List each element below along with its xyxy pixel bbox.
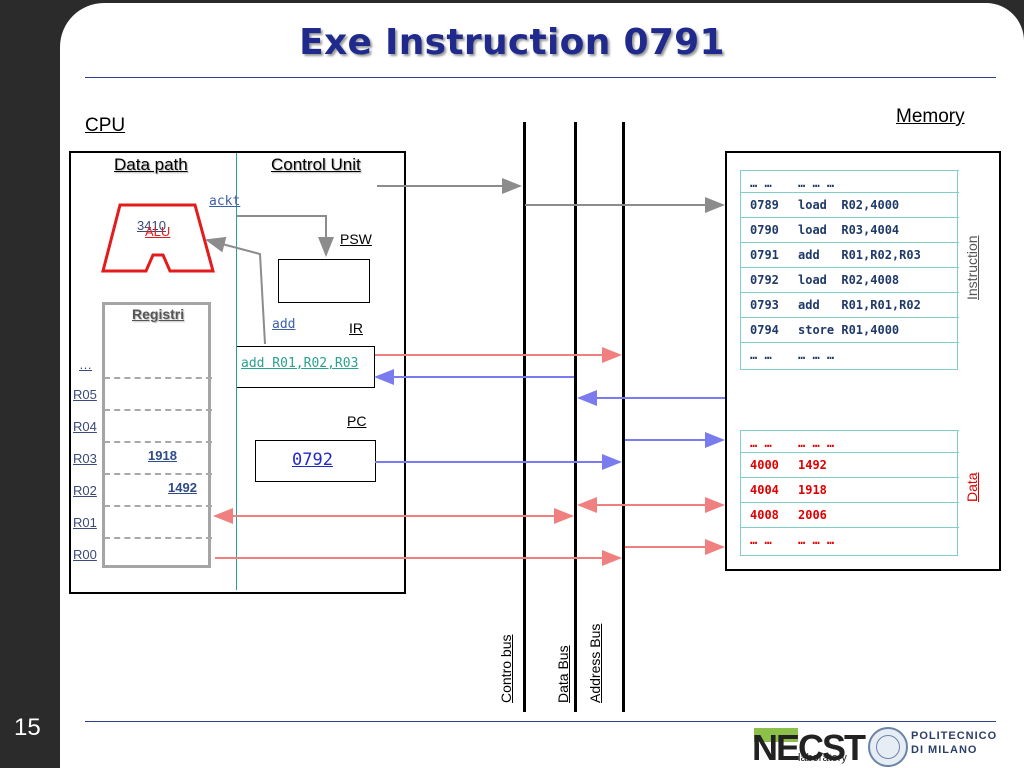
data-row: 4008 2006: [741, 502, 959, 527]
register-divider: [104, 441, 212, 443]
cpu-box: [69, 151, 406, 594]
polimi-logo-text: POLITECNICO DI MILANO: [911, 729, 997, 757]
polimi-seal-icon: [868, 727, 908, 767]
memory-box: [725, 151, 1001, 571]
data-row: 4004 1918: [741, 477, 959, 502]
instruction-content: load R02,4000: [798, 198, 900, 212]
cpu-label: CPU: [85, 115, 126, 136]
slide-title: Exe Instruction 0791: [299, 22, 725, 63]
necst-logo-bar: [754, 728, 798, 742]
ir-value: add R01,R02,R03: [241, 356, 359, 371]
data-address: 4008: [750, 508, 779, 522]
pc-value: 0792: [292, 450, 333, 470]
ir-register: [237, 346, 375, 388]
instruction-address: 0793: [750, 298, 779, 312]
data-section-label: Data: [964, 472, 980, 502]
instruction-address: … …: [750, 176, 772, 190]
register-value-r02: 1492: [168, 480, 197, 495]
register-divider: [104, 537, 212, 539]
instruction-row: 0793 add R01,R01,R02: [741, 292, 959, 317]
data-row: … … … … …: [741, 527, 959, 552]
polimi-line-2: DI MILANO: [911, 744, 978, 756]
register-divider: [104, 473, 212, 475]
data-content: 1492: [798, 458, 827, 472]
instruction-row: … … … … …: [741, 170, 959, 195]
polimi-line-1: POLITECNICO: [911, 730, 998, 742]
instruction-address: 0789: [750, 198, 779, 212]
data-address: 4000: [750, 458, 779, 472]
data-content: 2006: [798, 508, 827, 522]
instruction-row: 0794 store R01,4000: [741, 317, 959, 342]
register-name-r00: R00: [73, 547, 97, 562]
pc-label: PC: [347, 413, 367, 429]
data-address: … …: [750, 436, 772, 450]
registers-label: Registri: [132, 306, 185, 322]
register-name-r04: R04: [73, 419, 97, 434]
register-value-r03: 1918: [148, 448, 177, 463]
alu-shape: [101, 203, 215, 273]
psw-register: [278, 259, 370, 303]
instruction-content: … … …: [798, 176, 835, 190]
register-name-ellipsis: …: [79, 357, 92, 372]
control-unit-label: Control Unit: [271, 155, 361, 174]
register-name-r05: R05: [73, 387, 97, 402]
data-content: … … …: [798, 533, 835, 547]
add-label: add: [272, 317, 296, 332]
ackt-label: ackt: [209, 194, 241, 209]
instruction-row: 0792 load R02,4008: [741, 267, 959, 292]
instruction-section-label: Instruction: [964, 235, 980, 300]
register-name-r02: R02: [73, 483, 97, 498]
data-bus-label: Data Bus: [555, 645, 571, 703]
instruction-address: 0792: [750, 273, 779, 287]
instruction-row: 0790 load R03,4004: [741, 217, 959, 242]
instruction-address: 0791: [750, 248, 779, 262]
data-bus-line: [574, 122, 577, 712]
instruction-row: 0791 add R01,R02,R03: [741, 242, 959, 267]
footer-rule: [85, 721, 996, 722]
register-divider: [104, 409, 212, 411]
control-bus-label: Contro bus: [498, 634, 514, 703]
address-bus-line: [622, 122, 625, 712]
instruction-address: 0794: [750, 323, 779, 337]
data-address: 4004: [750, 483, 779, 497]
register-name-r03: R03: [73, 451, 97, 466]
necst-logo-text: NECST: [752, 727, 866, 768]
instruction-content: add R01,R02,R03: [798, 248, 921, 262]
data-content: 1918: [798, 483, 827, 497]
register-name-r01: R01: [73, 515, 97, 530]
data-row: 4000 1492: [741, 452, 959, 477]
data-row: … … … … …: [741, 430, 959, 455]
necst-logo-subtext: laboratory: [798, 752, 847, 764]
data-address: … …: [750, 533, 772, 547]
data-content: … … …: [798, 436, 835, 450]
register-divider: [104, 377, 212, 379]
control-bus-line: [523, 122, 526, 712]
alu-label: ALU: [145, 224, 171, 239]
title-rule: [85, 77, 996, 78]
instruction-row: … … … … …: [741, 342, 959, 367]
datapath-label: Data path: [114, 155, 188, 174]
ir-label: IR: [349, 320, 363, 336]
necst-logo: NECST laboratory: [752, 726, 866, 766]
page-number: 15: [14, 714, 41, 741]
alu-value: 3410: [137, 218, 166, 233]
psw-label: PSW: [340, 231, 372, 247]
instruction-content: add R01,R01,R02: [798, 298, 921, 312]
instruction-content: load R03,4004: [798, 223, 900, 237]
register-file: [102, 302, 211, 568]
memory-label: Memory: [896, 106, 965, 127]
datapath-control-divider: [236, 153, 237, 590]
instruction-content: load R02,4008: [798, 273, 900, 287]
instruction-row: 0789 load R02,4000: [741, 192, 959, 217]
instruction-address: 0790: [750, 223, 779, 237]
slide-background: [60, 3, 1024, 768]
register-divider: [104, 505, 212, 507]
instruction-table: … … … … … 0789 load R02,4000 0790 load R03,…: [740, 170, 959, 370]
address-bus-label: Address Bus: [587, 623, 603, 703]
instruction-content: … … …: [798, 348, 835, 362]
instruction-content: store R01,4000: [798, 323, 900, 337]
instruction-address: … …: [750, 348, 772, 362]
